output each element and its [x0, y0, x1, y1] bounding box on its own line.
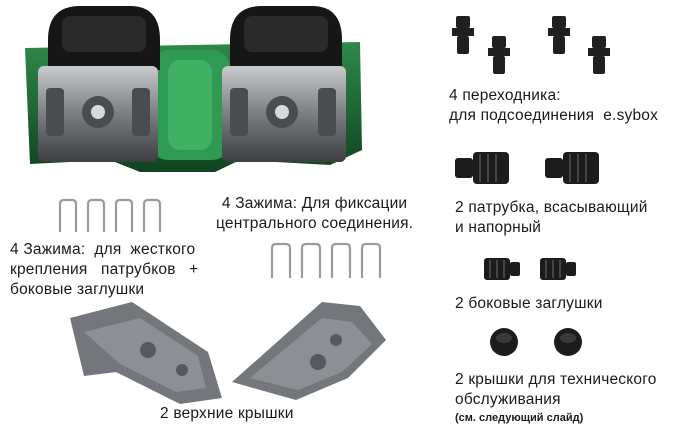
label-side-plugs: 2 боковые заглушки — [455, 295, 603, 312]
label-see-next: (см. следующий слайд) — [455, 412, 584, 424]
label-service-caps: 2 крышки для технического обслуживания — [455, 371, 657, 408]
label-clips-rigid: 4 Зажима: для жесткого крепления патрубк… — [10, 241, 199, 298]
label-clips-center: 4 Зажима: Для фиксации центрального соед… — [216, 195, 414, 232]
label-adapters: 4 переходника: для подсоединения e.sybox — [449, 87, 659, 124]
label-top-covers: 2 верхние крышки — [160, 405, 294, 422]
label-nozzles: 2 патрубка, всасывающий и напорный — [455, 199, 648, 236]
